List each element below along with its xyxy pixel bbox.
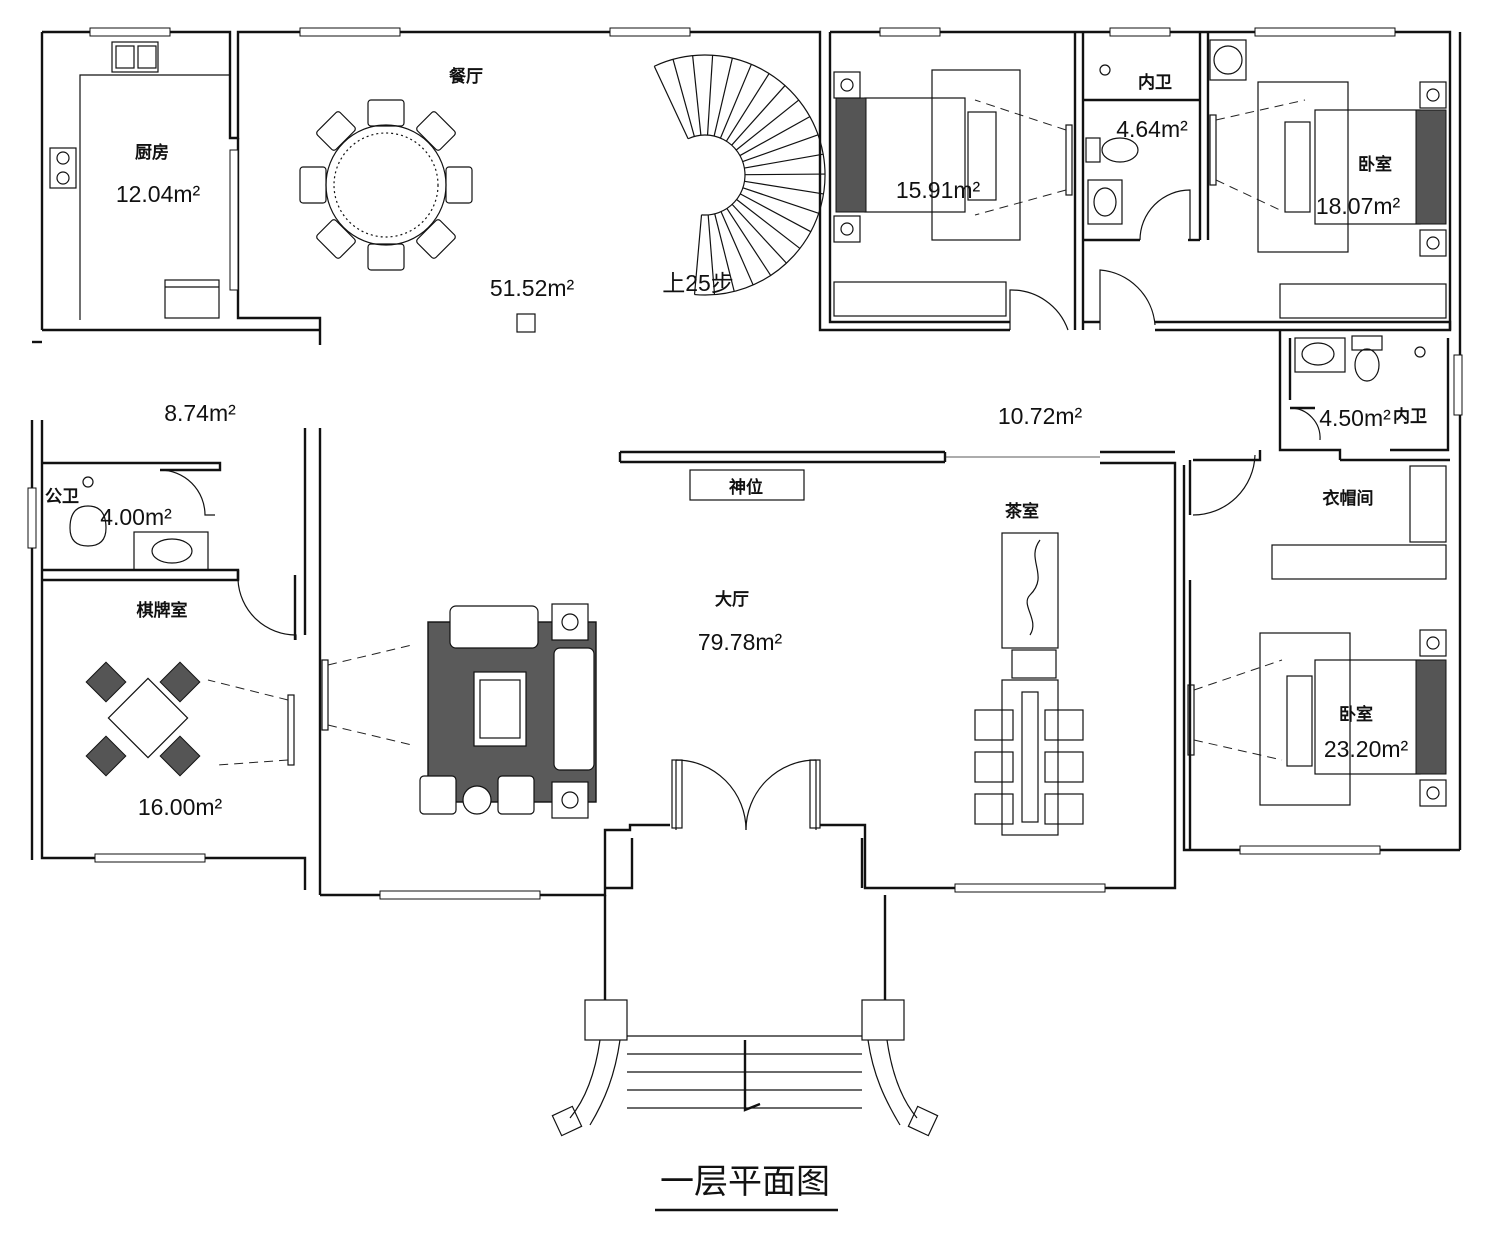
- kitchen-fixtures: [49, 41, 230, 320]
- bedroom-nw-area: 15.91m²: [896, 177, 981, 203]
- dining-area: 51.52m²: [490, 275, 575, 301]
- round-dining-table: [299, 99, 536, 333]
- bedroom-nw-furniture: [833, 69, 1021, 317]
- stair-tread: [735, 99, 800, 151]
- closet-fixtures: [1271, 465, 1447, 580]
- bath-north-area: 4.64m²: [1116, 116, 1188, 142]
- stair-tread: [739, 116, 811, 157]
- bath-north-name: 内卫: [1138, 72, 1172, 93]
- chess-table: [85, 661, 201, 777]
- stair-tread: [672, 59, 695, 137]
- stair-tread: [713, 58, 733, 137]
- closet-name: 衣帽间: [1323, 488, 1374, 509]
- stair-tread: [725, 73, 770, 142]
- stair-tread: [719, 64, 752, 139]
- spiral-staircase: [653, 54, 826, 296]
- stair-tread: [692, 55, 702, 136]
- windows: [27, 27, 1463, 900]
- tea-table-set: [974, 532, 1084, 836]
- stair-tread: [653, 65, 689, 140]
- kitchen-name: 厨房: [135, 142, 169, 163]
- tv-units: [207, 99, 1306, 766]
- chess-room-area: 16.00m²: [138, 794, 223, 820]
- living-sofa-set: [419, 603, 597, 819]
- bath-east-fixtures: [1294, 335, 1426, 382]
- stair-edge: [687, 134, 746, 216]
- bedroom-se-name: 卧室: [1339, 704, 1373, 725]
- labels: 厨房 12.04m² 餐厅 51.52m² 上25步 15.91m² 内卫 4.…: [45, 66, 1427, 1202]
- stair-tread: [744, 180, 824, 195]
- hall-name: 大厅: [715, 589, 749, 610]
- stairs-label: 上25步: [662, 270, 734, 296]
- bedroom-ne-name: 卧室: [1358, 154, 1392, 175]
- stair-tread: [744, 153, 824, 169]
- hall-area: 79.78m²: [698, 629, 783, 655]
- kitchen-area: 12.04m²: [116, 181, 201, 207]
- tea-room-name: 茶室: [1005, 501, 1039, 522]
- stair-tread: [742, 187, 819, 214]
- bedroom-ne-furniture: [1209, 39, 1447, 319]
- bath-north-fixtures: [1085, 64, 1139, 225]
- stair-tread: [739, 193, 812, 233]
- dining-name: 餐厅: [449, 66, 483, 87]
- stair-tread: [744, 173, 826, 176]
- entrance-porch: [551, 895, 939, 1137]
- shrine-name: 神位: [729, 477, 763, 498]
- public-wc-name: 公卫: [45, 487, 79, 507]
- plan-title: 一层平面图: [660, 1162, 830, 1202]
- doors: [159, 189, 1321, 831]
- stair-tread: [707, 214, 716, 295]
- stair-tread: [714, 213, 735, 292]
- stair-tread: [720, 211, 754, 286]
- stair-tread: [706, 55, 714, 136]
- stair-tread: [742, 134, 819, 163]
- stair-tread: [726, 208, 772, 276]
- corridor-west-area: 8.74m²: [164, 400, 236, 426]
- stair-tread: [736, 199, 801, 249]
- exterior-walls: [30, 30, 1462, 897]
- stair-tread: [693, 214, 703, 295]
- corridor-east-area: 10.72m²: [998, 403, 1083, 429]
- chess-room-name: 棋牌室: [137, 600, 188, 621]
- public-wc-area: 4.00m²: [100, 504, 172, 530]
- bath-east-area: 4.50m²: [1319, 405, 1391, 431]
- bedroom-ne-area: 18.07m²: [1316, 193, 1401, 219]
- stair-tread: [731, 85, 786, 146]
- bedroom-se-area: 23.20m²: [1324, 736, 1409, 762]
- bath-east-name: 内卫: [1393, 406, 1427, 427]
- stair-tread: [731, 203, 787, 264]
- public-wc-fixtures: [69, 476, 209, 571]
- shrine-cabinet: [689, 469, 805, 501]
- bedroom-se-furniture: [1259, 629, 1447, 807]
